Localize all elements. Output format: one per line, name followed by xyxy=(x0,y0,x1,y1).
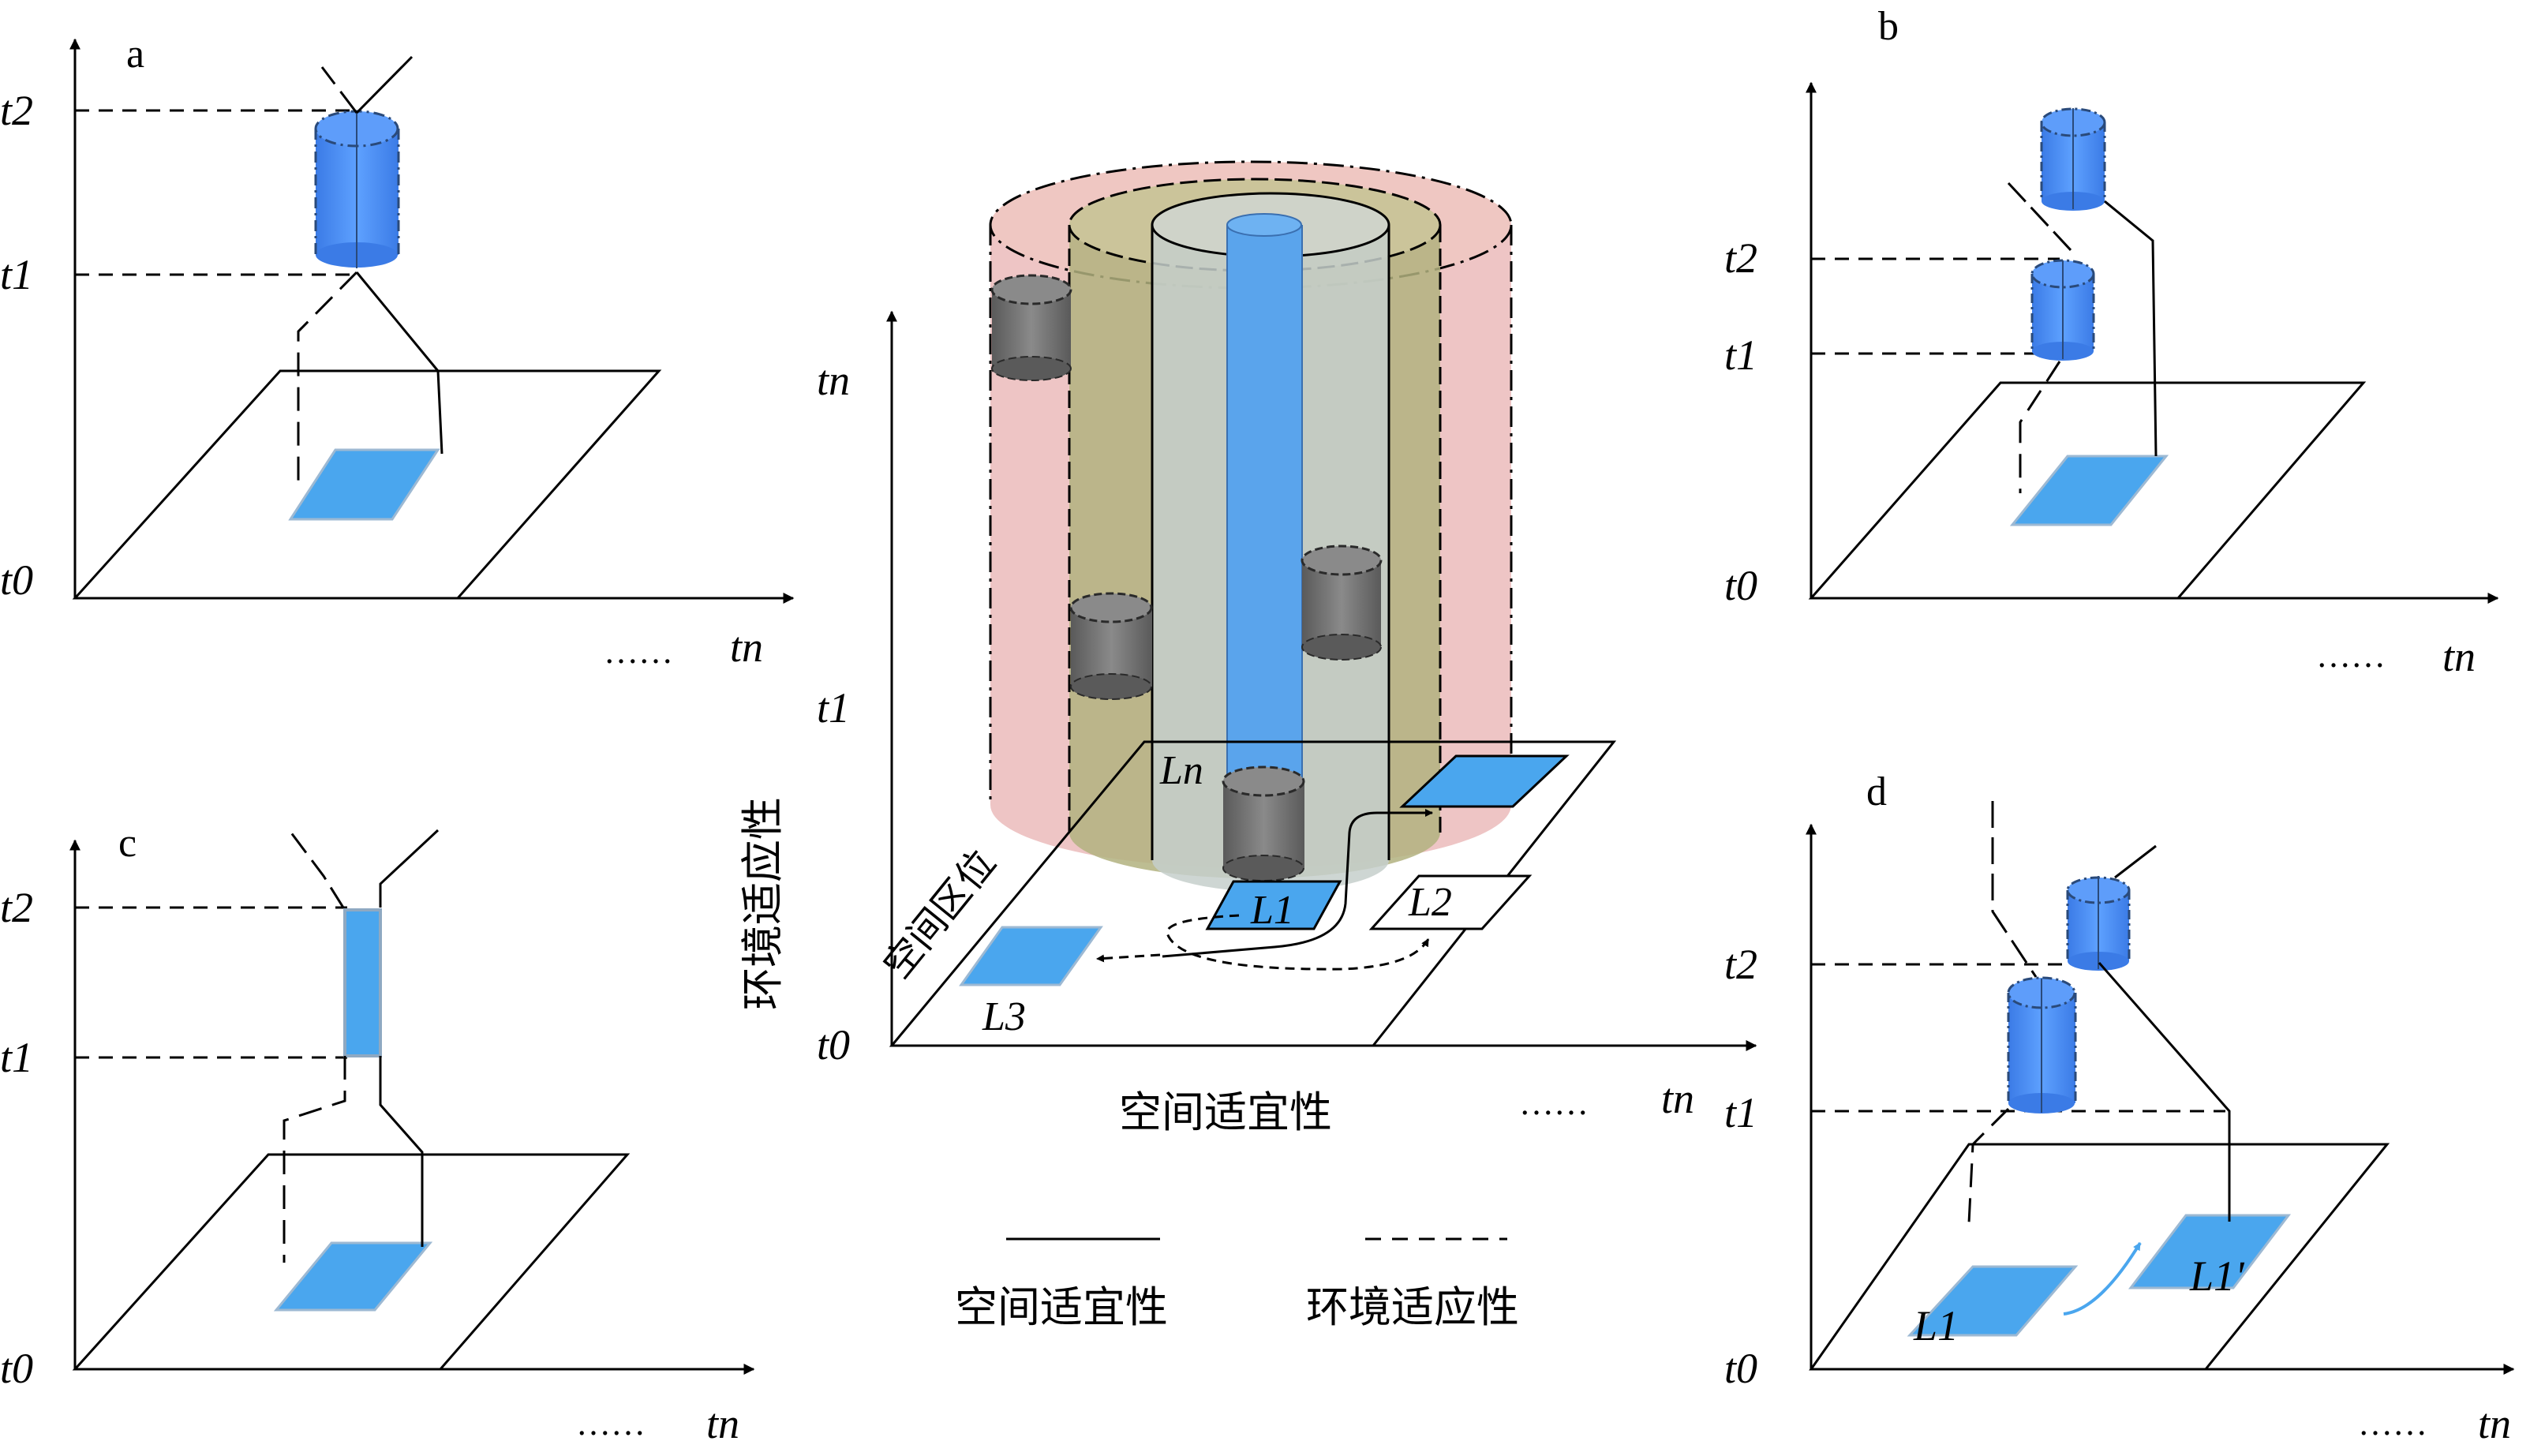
cylinder-upper xyxy=(2040,107,2106,211)
panel-b: b t2 t1 t0 …… tn xyxy=(1724,4,2499,680)
gray-cylinder-mid-left xyxy=(1069,592,1153,700)
migration-arrow xyxy=(2063,1241,2142,1316)
location-patch-l1 xyxy=(1205,880,1342,930)
cylinder xyxy=(314,110,400,268)
panel-letter: d xyxy=(1866,769,1887,814)
panel-d: d t2 t1 t0 L1 L1' …… tn xyxy=(1724,769,2515,1447)
location-patch-ln xyxy=(1399,754,1570,808)
central-column xyxy=(1226,213,1303,801)
axis-tn: tn xyxy=(730,623,763,671)
location-label-ln: Ln xyxy=(1159,748,1203,793)
axis-tn: tn xyxy=(2442,633,2476,680)
ground-plane xyxy=(72,1153,631,1371)
cylinder-upper xyxy=(2066,876,2131,971)
axis-tn: tn xyxy=(2478,1400,2511,1447)
panel-letter: c xyxy=(118,821,137,866)
gray-cylinder-bottom xyxy=(1222,765,1305,881)
axis-tn: tn xyxy=(706,1400,739,1447)
location-patch-l3 xyxy=(959,926,1103,986)
tick-t0: t0 xyxy=(0,1345,33,1392)
migration-path-to-l2 xyxy=(1166,914,1430,971)
x-axis-label: 空间适宜性 xyxy=(1119,1087,1332,1137)
tick-t1: t1 xyxy=(1724,1089,1757,1136)
location-label-l1: L1 xyxy=(1913,1302,1959,1349)
location-patch-l2 xyxy=(1368,874,1533,930)
ground-plane xyxy=(889,740,1617,1047)
axis-ellipsis: …… xyxy=(2316,636,2386,675)
duration-bar xyxy=(343,908,382,1057)
tick-t2: t2 xyxy=(1724,234,1757,282)
location-patch-l1-prime xyxy=(2128,1214,2292,1289)
legend: 空间适宜性 环境适应性 xyxy=(955,1237,1519,1332)
gray-cylinder-mid-right xyxy=(1301,545,1383,661)
axis-ellipsis: …… xyxy=(2358,1404,2427,1443)
panel-letter: b xyxy=(1878,4,1899,49)
tick-t1: t1 xyxy=(817,684,850,732)
legend-solid-label: 空间适宜性 xyxy=(955,1282,1168,1332)
axis-ellipsis: …… xyxy=(576,1404,646,1443)
location-label-l3: L3 xyxy=(982,994,1026,1039)
tick-t2: t2 xyxy=(1724,941,1757,988)
panel-letter: a xyxy=(126,32,144,77)
tick-t0: t0 xyxy=(1724,562,1757,609)
cylinder-lower xyxy=(2007,976,2077,1114)
ground-plane xyxy=(1809,1143,2390,1371)
ground-plane xyxy=(72,369,662,600)
panel-c: c t2 t1 t0 …… tn xyxy=(0,821,755,1447)
location-label-l1: L1 xyxy=(1250,888,1294,933)
tick-t1: t1 xyxy=(0,251,33,298)
location-patch xyxy=(288,448,440,521)
location-label-l2: L2 xyxy=(1408,880,1452,925)
migration-path-to-ln xyxy=(1162,809,1433,958)
location-label-l1-prime: L1' xyxy=(2189,1252,2245,1300)
ground-plane xyxy=(1808,381,2367,600)
axis-ellipsis: …… xyxy=(604,632,673,671)
tick-t0: t0 xyxy=(1724,1345,1757,1392)
location-patch-l1 xyxy=(1907,1265,2079,1337)
tick-t2: t2 xyxy=(0,884,33,931)
tick-t0: t0 xyxy=(817,1021,850,1069)
tick-tn: tn xyxy=(817,357,850,404)
migration-path-to-l3 xyxy=(1096,953,1161,963)
axis-ellipsis: …… xyxy=(1519,1084,1589,1122)
axis-tn: tn xyxy=(1661,1075,1694,1122)
tick-t0: t0 xyxy=(0,556,33,604)
center-panel: Ln L1 L2 L3 空间区位 tn t1 t0 空间适宜性 …… tn 环境… xyxy=(738,160,1757,1137)
panel-a: a t2 t1 t0 …… tn xyxy=(0,32,795,671)
tick-t1: t1 xyxy=(0,1034,33,1081)
tick-t1: t1 xyxy=(1724,331,1757,379)
location-patch xyxy=(273,1241,433,1312)
gray-cylinder-upper-left xyxy=(990,274,1072,381)
y-axis-label: 环境适应性 xyxy=(738,797,788,1010)
location-patch xyxy=(2009,455,2169,526)
cylinder-lower xyxy=(2030,259,2095,361)
legend-dashed-label: 环境适应性 xyxy=(1306,1282,1519,1332)
tick-t2: t2 xyxy=(0,87,33,134)
